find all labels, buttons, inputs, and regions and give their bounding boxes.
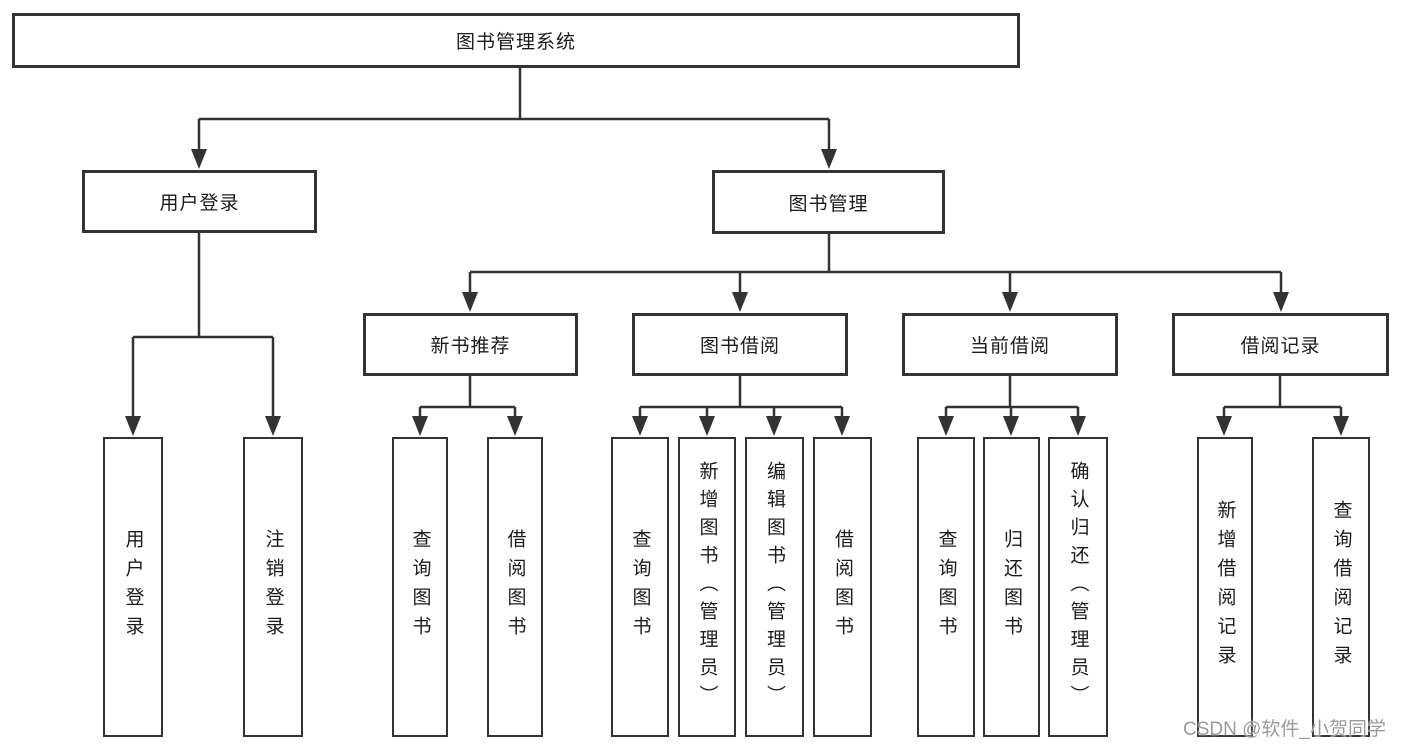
csdn-watermark: CSDN @软件_小贺同学: [1183, 719, 1386, 740]
leaf-query-books-3: 查询图书: [917, 437, 975, 737]
node-new-book-recommend: 新书推荐: [363, 313, 578, 376]
node-book-management-branch: 图书管理: [712, 170, 945, 234]
leaf-add-borrow-record: 新增借阅记录: [1197, 437, 1253, 737]
leaf-query-books: 查询图书: [392, 437, 448, 737]
leaf-edit-books-admin: 编辑图书（管理员）: [745, 437, 804, 737]
node-user-login-branch: 用户登录: [82, 170, 317, 233]
leaf-borrow-books: 借阅图书: [487, 437, 543, 737]
leaf-add-books-admin: 新增图书（管理员）: [678, 437, 736, 737]
leaf-query-borrow-record: 查询借阅记录: [1312, 437, 1370, 737]
leaf-logout: 注销登录: [243, 437, 303, 737]
node-current-borrowing: 当前借阅: [902, 313, 1118, 376]
leaf-confirm-return-admin: 确认归还（管理员）: [1048, 437, 1108, 737]
leaf-borrow-books-2: 借阅图书: [813, 437, 872, 737]
leaf-return-books: 归还图书: [983, 437, 1040, 737]
leaf-query-books-2: 查询图书: [611, 437, 669, 737]
node-book-borrowing: 图书借阅: [632, 313, 848, 376]
node-system-root: 图书管理系统: [12, 13, 1020, 68]
leaf-user-login: 用户登录: [103, 437, 163, 737]
node-borrowing-records: 借阅记录: [1172, 313, 1389, 376]
